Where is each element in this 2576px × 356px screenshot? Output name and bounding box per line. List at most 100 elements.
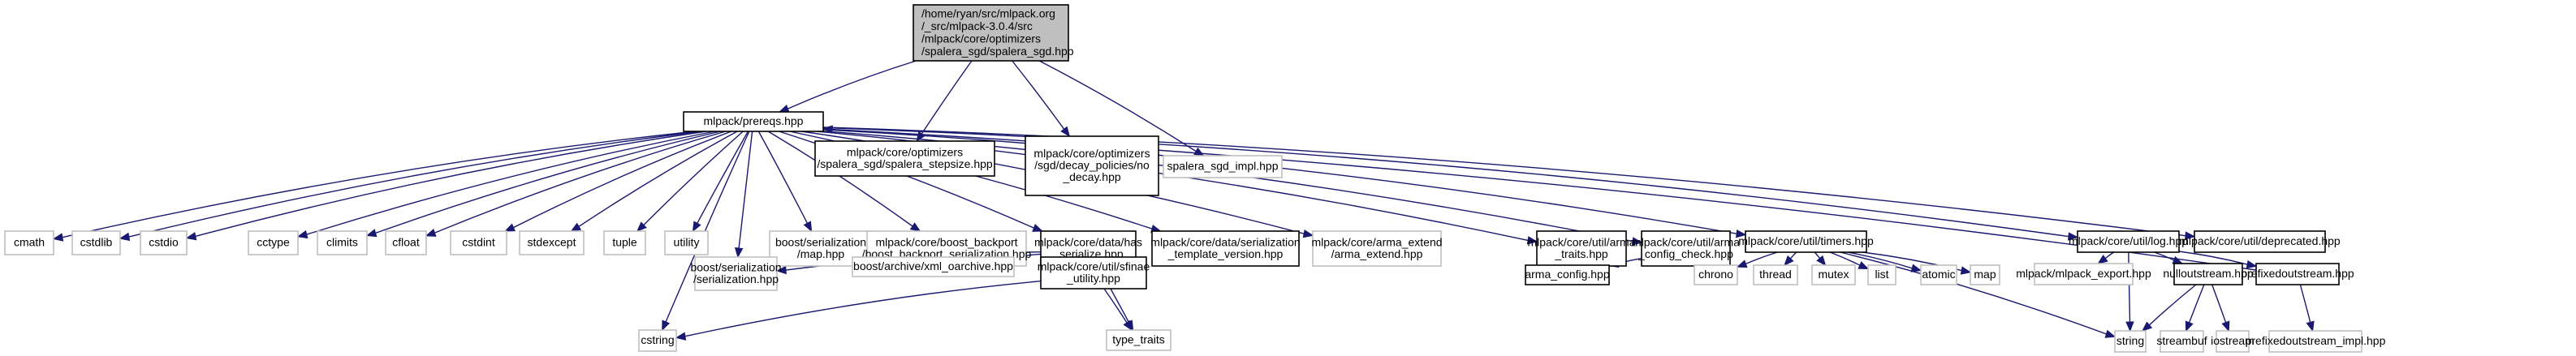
arrowhead-icon [1910,264,1922,272]
node-armatraits[interactable]: mlpack/core/util/arma_traits.hpp [1527,230,1636,267]
node-nodecay[interactable]: mlpack/core/optimizers/sgd/decay_policie… [1025,135,1159,196]
arrowhead-icon [675,332,687,341]
node-box [664,230,709,255]
node-cstdlib: cstdlib [71,230,121,255]
node-sertmpl[interactable]: mlpack/core/data/serialization_template_… [1150,230,1301,267]
node-cctype: cctype [248,230,299,255]
node-label: atomic [1922,268,1955,281]
edge-nullout-to-streambuf [2185,284,2205,332]
edge-prereqs-to-cmath [52,131,696,242]
node-label: stdexcept [528,236,576,249]
edge-prereqs-to-stdexcept [570,131,738,232]
node-prereqs[interactable]: mlpack/prereqs.hpp [683,111,824,132]
node-armacfgchk[interactable]: mlpack/core/util/arma_config_check.hpp [1632,230,1740,267]
node-box [2160,330,2204,353]
node-label: _template_version.hpp [1167,247,1284,260]
node-label: utility [674,236,700,249]
node-label: /map.hpp [797,247,845,260]
node-impl: spalera_sgd_impl.hpp [1163,155,1283,178]
arrowhead-icon [778,105,790,113]
node-label: mlpack/core/arma_extend [1311,235,1442,248]
node-label: mlpack/core/optimizers [1033,147,1150,160]
node-stdexcept: stdexcept [519,230,585,255]
edge-line [195,131,706,238]
node-mutex: mutex [1811,264,1856,285]
edge-line [2104,251,2114,259]
node-nullout[interactable]: nulloutstream.hpp [2163,263,2254,285]
arrowhead-icon [119,232,131,242]
node-box [2114,330,2147,353]
edge-root-to-stepsize [916,60,973,143]
edge-line [1840,251,2107,335]
node-box [2034,263,2134,285]
node-box [694,256,778,291]
node-cstring: cstring [638,329,677,352]
edge-line [1103,288,1128,324]
edge-line [306,131,715,235]
node-label: /_src/mlpack-3.0.4/src [921,19,1033,32]
node-prefixout[interactable]: prefixedoutstream.hpp [2241,263,2354,285]
node-cmath: cmath [4,230,54,255]
node-sfinae[interactable]: mlpack/core/util/sfinae_utility.hpp [1038,256,1150,290]
arrowhead-icon [1736,259,1748,268]
edge-line [2211,284,2227,323]
arrowhead-icon [2185,320,2194,332]
edge-prereqs-to-tuple [636,131,744,232]
edge-line [921,60,973,135]
edge-prereqs-to-deprecated [822,127,2196,240]
node-box [1753,264,1798,285]
node-chrono: chrono [1694,264,1738,285]
node-box [317,230,368,255]
node-label: mlpack/core/util/arma [1527,235,1635,248]
edge-line [2148,284,2197,326]
node-label: mlpack/core/util/timers.hpp [1738,234,1874,247]
edge-prereqs-to-cstdint [504,131,732,232]
node-label: boost/serialization [775,235,866,248]
edge-line [2299,284,2311,323]
arrowhead-icon [2246,259,2258,269]
arrowhead-icon [662,320,671,332]
node-label: mlpack/core/boost_backport [875,235,1017,248]
arrowhead-icon [1816,255,1827,267]
arrowhead-icon [1736,229,1747,238]
node-box [1525,264,1610,285]
arrowhead-icon [2172,255,2184,264]
node-log[interactable]: mlpack/core/util/log.hpp [2069,230,2188,253]
arrowhead-icon [1960,266,1972,275]
node-timers[interactable]: mlpack/core/util/timers.hpp [1738,230,1874,253]
edge-prereqs-to-boostmap [757,131,813,233]
node-label: tuple [612,236,637,249]
edge-sfinae-to-typetraits [1103,288,1133,332]
node-xmloarch: boost/archive/xml_oarchive.hpp [852,256,1015,277]
node-stepsize[interactable]: mlpack/core/optimizers/spalera_sgd/spale… [814,140,995,177]
nodes-layer: /home/ryan/src/mlpack.org/_src/mlpack-3.… [4,4,2386,353]
edge-log-to-prefixout [2178,251,2258,269]
edge-line [1829,251,1861,266]
edge-line [822,127,2069,238]
node-deprecated[interactable]: mlpack/core/util/deprecated.hpp [2179,230,2341,253]
arrowhead-icon [1193,147,1205,157]
node-label: type_traits [1112,333,1165,346]
node-box [1151,230,1300,267]
node-label: mlpack/core/util/sfinae [1038,259,1150,272]
node-cstdio: cstdio [140,230,188,255]
arrowhead-icon [822,125,833,134]
node-box [1025,135,1159,196]
node-label: _traits.hpp [1554,247,1608,260]
edge-prereqs-to-cfloat [425,131,726,237]
node-label: cstdio [149,236,179,249]
edge-line [1038,60,1197,152]
node-cfloat: cfloat [385,230,427,255]
edge-line [757,131,809,224]
node-box [1536,230,1627,267]
node-utility: utility [664,230,709,255]
edge-prereqs-to-cctype [296,131,715,239]
node-box [140,230,188,255]
edge-line [434,131,726,234]
node-armacfg[interactable]: arma_config.hpp [1525,264,1610,285]
node-label: string [2116,334,2144,347]
node-box [683,111,824,132]
node-box [1106,329,1171,351]
node-label: nulloutstream.hpp [2163,267,2254,280]
